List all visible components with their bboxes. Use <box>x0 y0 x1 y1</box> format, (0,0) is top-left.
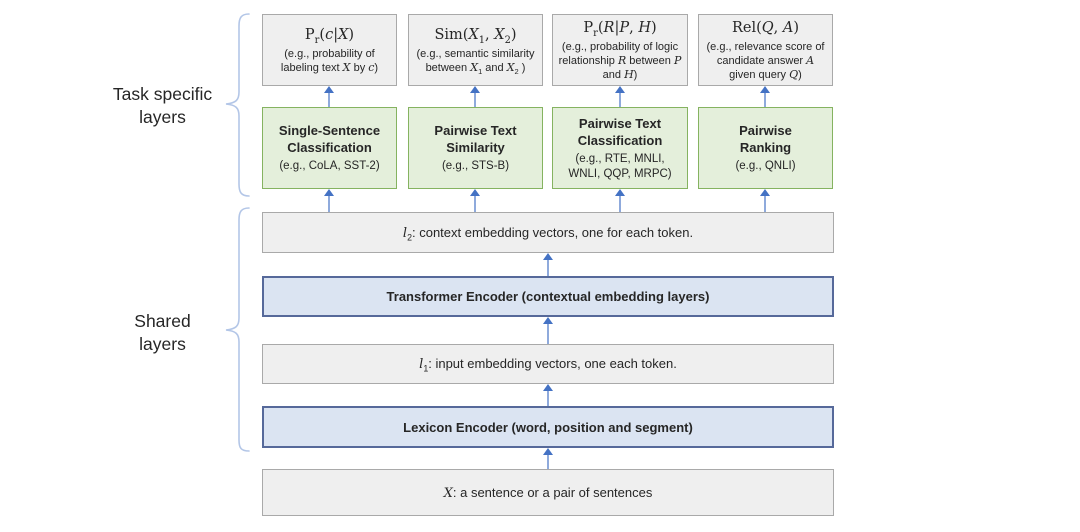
output-box-logic-relation: Pr(R|P, H) (e.g., probability of logic r… <box>552 14 688 86</box>
task-box-single-sentence-classification: Single-Sentence Classification (e.g., Co… <box>262 107 397 189</box>
layer-bar-label: X: a sentence or a pair of sentences <box>443 484 653 501</box>
label-line: Shared <box>134 311 191 331</box>
task-box-pairwise-ranking: Pairwise Ranking (e.g., QNLI) <box>698 107 833 189</box>
up-arrow-icon <box>615 189 625 212</box>
task-title: Pairwise Ranking <box>739 123 792 155</box>
formula: Sim(X1, X2) <box>434 26 517 46</box>
label-line: layers <box>139 107 186 127</box>
layer-bar-input-sentence: X: a sentence or a pair of sentences <box>262 469 834 516</box>
up-arrow-icon <box>615 86 625 107</box>
arrow-stem <box>328 196 330 212</box>
up-arrow-icon <box>543 384 553 406</box>
arrow-head <box>615 189 625 196</box>
formula-description: (e.g., semantic similarity between X1 an… <box>416 47 535 76</box>
task-examples: (e.g., STS-B) <box>441 160 510 172</box>
task-title: Pairwise Text Classification <box>577 115 663 148</box>
output-box-probability: Pr(c|X) (e.g., probability of labeling t… <box>262 14 397 86</box>
arrow-head <box>615 86 625 93</box>
arrow-stem <box>764 196 766 212</box>
arrow-head <box>543 253 553 260</box>
task-examples: (e.g., RTE, MNLI, WNLI, QQP, MRPC) <box>568 152 672 180</box>
formula-description: (e.g., relevance score of candidate answ… <box>706 40 825 81</box>
arrow-stem <box>619 196 621 212</box>
layer-bar-label: l1: input embedding vectors, one each to… <box>419 356 677 374</box>
layer-bar-label: Transformer Encoder (contextual embeddin… <box>386 289 710 304</box>
up-arrow-icon <box>470 189 480 212</box>
arrow-stem <box>474 93 476 107</box>
shared-layers-label: Shared layers <box>90 310 235 356</box>
formula: Pr(R|P, H) <box>583 19 657 39</box>
layer-bar-label: l2: context embedding vectors, one for e… <box>402 224 694 243</box>
arrow-head <box>324 189 334 196</box>
label-line: Task specific <box>112 84 213 104</box>
up-arrow-icon <box>760 86 770 107</box>
task-box-pairwise-text-classification: Pairwise Text Classification (e.g., RTE,… <box>552 107 688 189</box>
formula: Pr(c|X) <box>304 26 355 46</box>
up-arrow-icon <box>470 86 480 107</box>
output-box-similarity: Sim(X1, X2) (e.g., semantic similarity b… <box>408 14 543 86</box>
arrow-stem <box>328 93 330 107</box>
arrow-stem <box>547 455 549 469</box>
arrow-head <box>543 317 553 324</box>
task-examples: (e.g., QNLI) <box>735 160 796 172</box>
arrow-head <box>760 86 770 93</box>
arrow-head <box>543 448 553 455</box>
label-line: layers <box>139 334 186 354</box>
up-arrow-icon <box>543 253 553 276</box>
arrow-head <box>470 189 480 196</box>
task-specific-layers-label: Task specific layers <box>90 83 235 129</box>
arrow-stem <box>547 260 549 276</box>
up-arrow-icon <box>543 317 553 344</box>
formula-description: (e.g., probability of logic relationship… <box>558 40 682 81</box>
arrow-head <box>470 86 480 93</box>
up-arrow-icon <box>324 189 334 212</box>
arrow-stem <box>764 93 766 107</box>
arrow-stem <box>474 196 476 212</box>
arrow-head <box>543 384 553 391</box>
task-title: Single-Sentence Classification <box>278 123 381 155</box>
layer-bar-l2-context-embedding: l2: context embedding vectors, one for e… <box>262 212 834 253</box>
layer-bar-transformer-encoder: Transformer Encoder (contextual embeddin… <box>262 276 834 317</box>
up-arrow-icon <box>543 448 553 469</box>
arrow-head <box>760 189 770 196</box>
layer-bar-lexicon-encoder: Lexicon Encoder (word, position and segm… <box>262 406 834 448</box>
task-title: Pairwise Text Similarity <box>434 123 517 155</box>
arrow-stem <box>619 93 621 107</box>
output-box-relevance: Rel(Q, A) (e.g., relevance score of cand… <box>698 14 833 86</box>
arrow-stem <box>547 324 549 344</box>
arrow-head <box>324 86 334 93</box>
formula-description: (e.g., probability of labeling text X by… <box>280 47 379 74</box>
up-arrow-icon <box>760 189 770 212</box>
layer-bar-l1-input-embedding: l1: input embedding vectors, one each to… <box>262 344 834 384</box>
arrow-stem <box>547 391 549 406</box>
task-box-pairwise-text-similarity: Pairwise Text Similarity (e.g., STS-B) <box>408 107 543 189</box>
layer-bar-label: Lexicon Encoder (word, position and segm… <box>403 419 693 435</box>
formula: Rel(Q, A) <box>731 19 800 36</box>
task-examples: (e.g., CoLA, SST-2) <box>279 160 380 172</box>
up-arrow-icon <box>324 86 334 107</box>
